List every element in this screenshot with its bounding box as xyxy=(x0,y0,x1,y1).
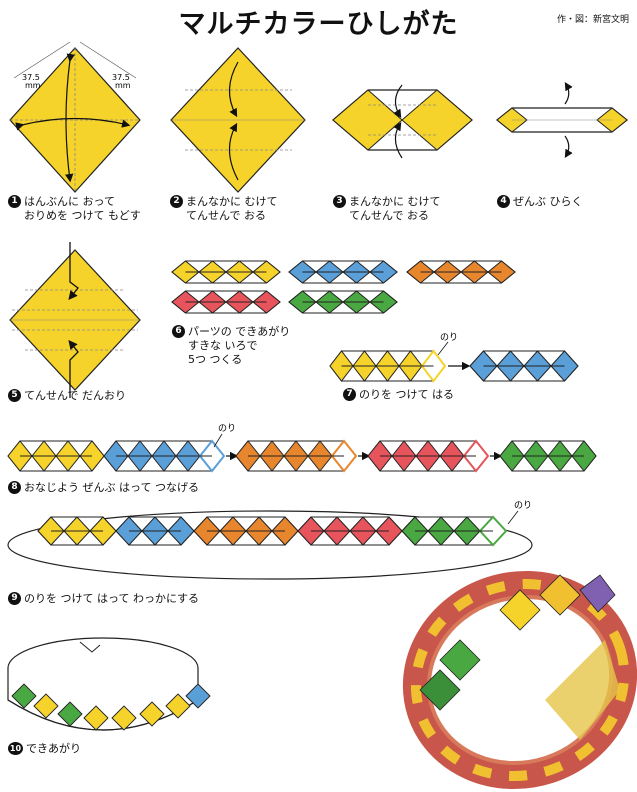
segment-orange xyxy=(193,516,299,546)
step3-figure xyxy=(332,84,473,159)
strip-blue-with-glue xyxy=(103,439,226,473)
ring-diamond xyxy=(57,701,83,727)
ring-diamond xyxy=(165,693,191,719)
strip-green xyxy=(499,440,597,472)
step4-number: 4 xyxy=(497,195,510,208)
step8-strips xyxy=(7,439,597,473)
ring-diamond xyxy=(33,693,59,719)
step5-figure xyxy=(9,242,141,398)
ring-diamond xyxy=(111,705,137,731)
ring-diamond xyxy=(139,701,165,727)
step6-line1: パーツの できあがり xyxy=(188,325,291,338)
step10-figure xyxy=(7,637,211,731)
segment-red xyxy=(297,516,403,546)
strip-yellow xyxy=(7,440,105,472)
ring-diamond xyxy=(83,705,109,731)
dimension-right: 37.5 xyxy=(112,73,130,82)
step7-strips xyxy=(329,349,579,383)
segment-blue xyxy=(115,516,195,546)
step3-line2: てんせんで おる xyxy=(349,209,429,222)
dimension-left-unit: mm xyxy=(25,81,41,90)
dimension-right-unit: mm xyxy=(115,81,131,90)
step9-line1: のりを つけて はって わっかにする xyxy=(24,592,200,605)
finished-bracelet-photo xyxy=(402,571,637,789)
step10-number: 10 xyxy=(8,742,23,755)
step6-line2: すきな いろで xyxy=(188,339,258,352)
ring-diamond xyxy=(185,683,211,709)
step3-line1: まんなかに むけて xyxy=(349,195,441,208)
step3-number: 3 xyxy=(333,195,346,208)
step10-line1: できあがり xyxy=(26,742,81,755)
step4-figure xyxy=(496,81,628,159)
step6-number: 6 xyxy=(172,325,185,338)
segment-yellow xyxy=(37,516,117,546)
step2-figure xyxy=(170,47,306,193)
segment-green-with-glue xyxy=(401,515,508,547)
step6-line3: 5つ つくる xyxy=(188,353,243,366)
step1-line2: おりめを つけて もどす xyxy=(24,209,141,222)
step2-number: 2 xyxy=(170,195,183,208)
step5-number: 5 xyxy=(8,389,21,402)
nori-label-step7: のり xyxy=(440,332,458,343)
ring-diamond xyxy=(11,683,37,709)
step5-line1: てんせんで だんおり xyxy=(24,389,126,402)
strip-red-with-glue xyxy=(367,439,490,473)
step9-strip xyxy=(37,515,508,547)
part-yellow xyxy=(171,260,281,284)
dimension-left: 37.5 xyxy=(22,73,40,82)
part-red xyxy=(171,290,281,314)
step8-line1: おなじよう ぜんぶ はって つなげる xyxy=(24,481,199,494)
step1-line1: はんぶんに おって xyxy=(24,195,115,208)
part-green xyxy=(288,290,398,314)
step7-number: 7 xyxy=(343,388,356,401)
strip-orange-with-glue xyxy=(235,439,358,473)
step4-line1: ぜんぶ ひらく xyxy=(513,195,583,208)
nori-label-step8: のり xyxy=(218,423,236,434)
step2-line1: まんなかに むけて xyxy=(186,195,278,208)
page-title: マルチカラーひしがた xyxy=(178,9,459,40)
author-credit: 作・図：新宮文明 xyxy=(556,15,629,25)
step7-line1: のりを つけて はる xyxy=(359,388,454,401)
step1-number: 1 xyxy=(8,195,21,208)
strip-yellow-with-glue xyxy=(329,349,447,383)
ring-outline xyxy=(7,510,533,580)
strip-blue xyxy=(469,350,579,382)
part-blue xyxy=(288,260,398,284)
step6-parts xyxy=(171,260,516,314)
part-orange xyxy=(406,260,516,284)
nori-label-step9: のり xyxy=(514,500,532,511)
step1-figure: 37.5 mm 37.5 mm xyxy=(9,41,141,193)
step9-number: 9 xyxy=(8,592,21,605)
step2-line2: てんせんで おる xyxy=(186,209,266,222)
step8-number: 8 xyxy=(8,481,21,494)
